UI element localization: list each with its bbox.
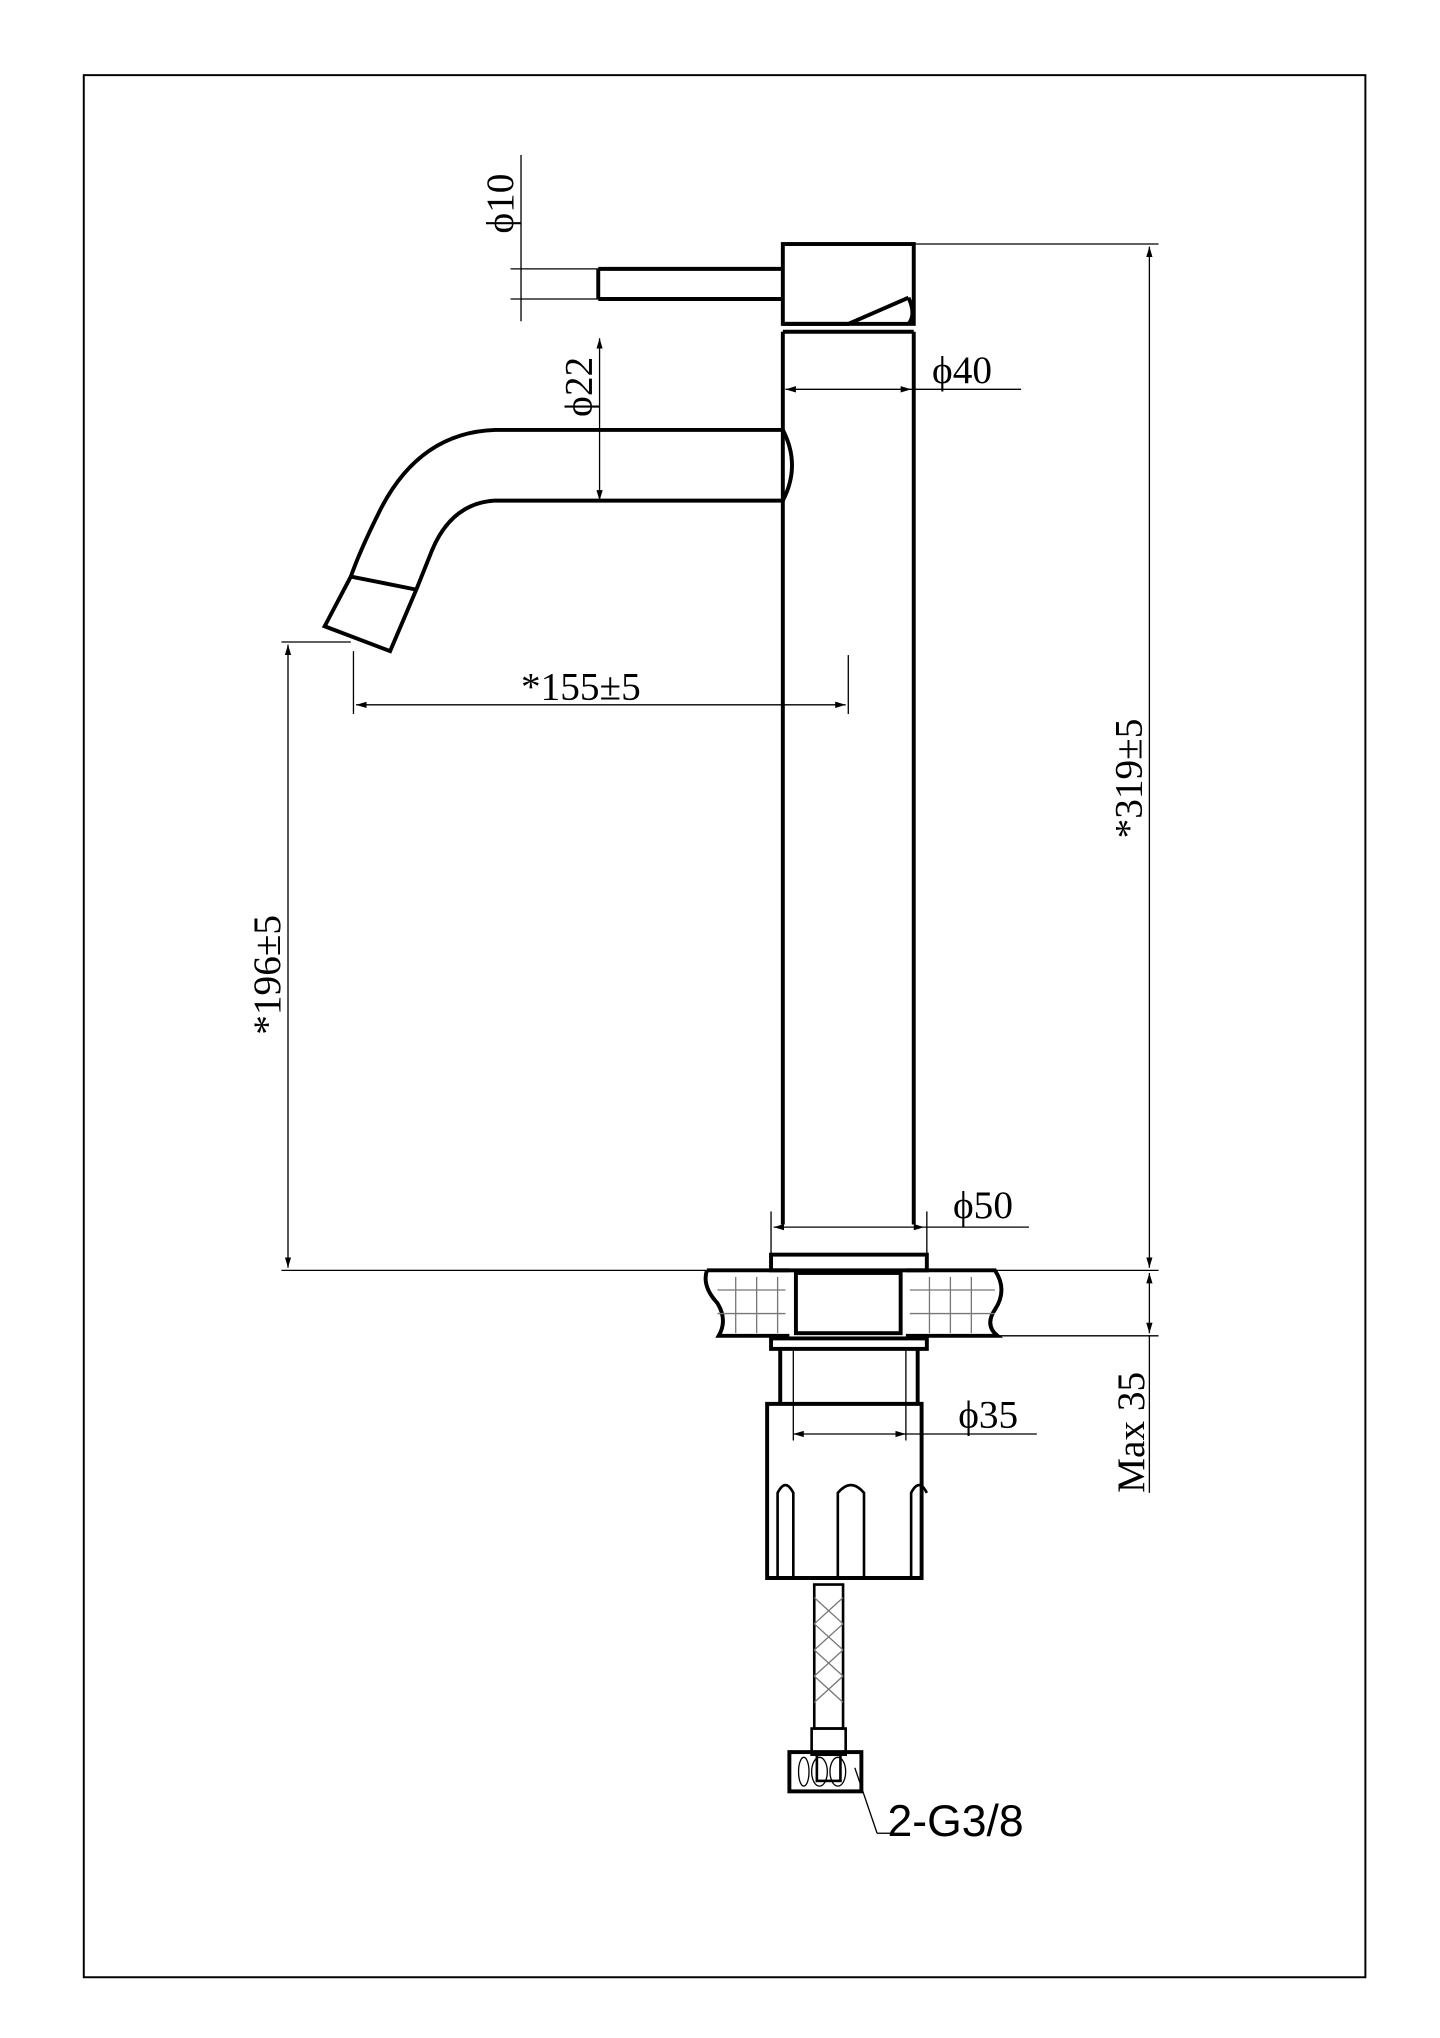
drawing-border	[82, 74, 1367, 1979]
dim-total-height: *319±5	[1108, 719, 1151, 839]
dim-spout-reach: *155±5	[521, 666, 641, 709]
dim-base-diameter: ϕ50	[953, 1184, 1013, 1227]
supply-hose	[787, 1583, 891, 1834]
body	[780, 329, 916, 1225]
base-assembly	[703, 1252, 1004, 1580]
spout	[321, 427, 794, 654]
handle	[596, 242, 916, 326]
connection-label: 2-G3/8	[888, 1797, 1024, 1846]
dim-handle-diameter: ϕ10	[479, 174, 522, 234]
dim-spout-height: *196±5	[246, 915, 289, 1035]
dim-shank-diameter: ϕ35	[958, 1393, 1018, 1436]
dim-body-diameter: ϕ40	[932, 349, 992, 392]
dimension-lines	[281, 155, 1159, 1493]
dim-max-thickness: Max 35	[1110, 1372, 1153, 1493]
dim-spout-diameter: ϕ22	[558, 357, 601, 417]
